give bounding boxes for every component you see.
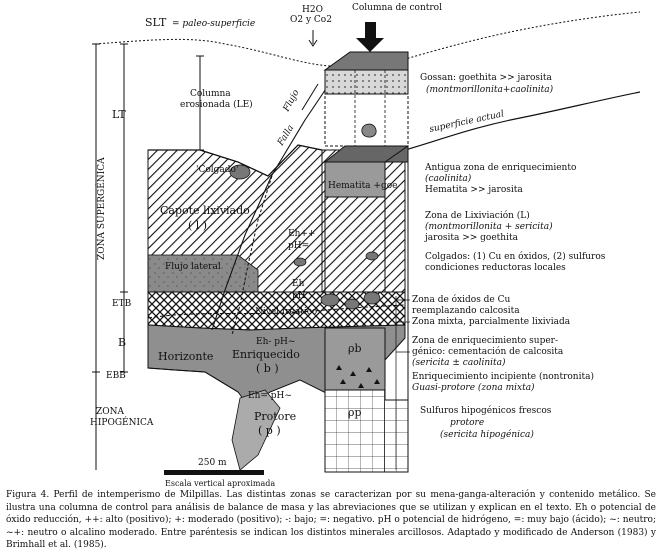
label-falla: Falla [276, 124, 297, 149]
label-flujo: Flujo [281, 88, 301, 115]
right-label-6: Enriquecimiento incipiente (nontronita) … [412, 371, 594, 393]
label-zona-hipogenica-1: ZONA [96, 407, 125, 417]
label-zona-supergenica: ZONA SUPERGÉNICA [95, 157, 107, 260]
left-axis [92, 43, 204, 470]
label-zona-hipogenica-2: HIPOGÉNICA [90, 416, 154, 428]
svg-text:Hematita >> jarosita: Hematita >> jarosita [425, 185, 523, 195]
scale-label: 250 m [198, 458, 227, 468]
flow-arrow [301, 83, 319, 111]
svg-text:Colgados: (1) Cu en óxidos, (2: Colgados: (1) Cu en óxidos, (2) sulfuros [425, 251, 606, 262]
svg-text:protore: protore [450, 418, 484, 428]
figure-caption: Figura 4. Perfil de intemperismo de Milp… [6, 490, 656, 550]
right-label-5: Zona de enriquecimiento super- génico: c… [412, 336, 564, 368]
label-b: B [118, 336, 126, 349]
actual-surface-line [148, 91, 641, 177]
label-nivel-freatico: Nivel freático [255, 306, 317, 317]
svg-text:Sulfuros hipogénicos frescos: Sulfuros hipogénicos frescos [420, 405, 552, 416]
right-label-2: Zona de Lixiviación (L) (montmorillonita… [424, 210, 553, 243]
scale-vertical-note: Escala vertical aproximada [165, 479, 275, 488]
label-eh2: Eh [292, 279, 305, 289]
svg-text:(sericita hipogénica): (sericita hipogénica) [440, 429, 534, 440]
protore-tongue [231, 389, 281, 471]
label-hematita: Hematita +goe [328, 181, 397, 191]
right-label-0: Gossan: goethita >> jarosita (montmorill… [420, 73, 554, 95]
svg-text:Zona mixta, parcialmente lixiv: Zona mixta, parcialmente lixiviada [412, 317, 571, 327]
svg-text:Guasi-protore (zona mixta): Guasi-protore (zona mixta) [412, 382, 535, 393]
label-protore-2: ( p ) [258, 424, 281, 437]
svg-text:génico: cementación de calcosi: génico: cementación de calcosita [412, 346, 564, 357]
label-etb: ETB [112, 299, 132, 309]
paleo-surface-line [94, 11, 641, 67]
label-eh4: Eh= pH~ [248, 391, 292, 401]
label-enriquecido-2: ( b ) [256, 362, 279, 375]
label-h2o: H2O [302, 5, 323, 15]
label-capote-1: Capote lixiviado [160, 204, 250, 217]
label-rho-b: ρb [348, 342, 362, 355]
svg-text:(montmorillonita+caolinita): (montmorillonita+caolinita) [426, 84, 554, 95]
label-colgado: 'Colgado' [196, 165, 238, 175]
svg-text:Zona de Lixiviación (L): Zona de Lixiviación (L) [425, 210, 530, 221]
label-eh1: Eh++ [288, 229, 315, 239]
label-ph2: pH [292, 291, 306, 301]
label-enriquecido-1: Enriquecido [232, 348, 300, 361]
label-ph1: pH= [288, 241, 309, 251]
label-columna-erosionada-1: Columna [190, 89, 231, 99]
label-capote-2: ( l ) [188, 219, 207, 232]
svg-text:(sericita ± caolinita): (sericita ± caolinita) [412, 357, 506, 368]
label-slt: SLT [145, 16, 167, 29]
label-paleo: = paleo-superficie [172, 19, 255, 29]
chalcocite-triangles [336, 365, 380, 388]
label-columna-control: Columna de control [352, 3, 442, 13]
label-horizonte: Horizonte [158, 350, 213, 363]
right-label-7: Sulfuros hipogénicos frescos protore (se… [420, 405, 552, 440]
fault-line [211, 67, 341, 331]
lateral-flow-zone [147, 254, 259, 293]
label-eh3: Eh- pH~ [256, 337, 295, 347]
right-label-4: Zona de óxidos de Cu reemplazando calcos… [412, 294, 571, 327]
water-table-line [147, 304, 406, 319]
profile-outline [147, 150, 406, 393]
label-ebb: EBB [106, 371, 126, 381]
label-columna-erosionada-2: erosionada (LE) [180, 99, 253, 110]
svg-text:Antigua zona de enriquecimient: Antigua zona de enriquecimiento [424, 163, 576, 173]
svg-text:reemplazando calcosita: reemplazando calcosita [412, 306, 520, 316]
svg-text:Zona de óxidos de Cu: Zona de óxidos de Cu [412, 294, 511, 305]
label-rho-p: ρp [348, 406, 362, 419]
right-label-3: Colgados: (1) Cu en óxidos, (2) sulfuros… [425, 251, 606, 273]
leader-lines [395, 296, 410, 470]
label-lt: LT [112, 108, 126, 121]
svg-text:Enriquecimiento incipiente (no: Enriquecimiento incipiente (nontronita) [412, 371, 594, 382]
colgado-blobs [229, 164, 381, 310]
svg-text:jarosita >> goethita: jarosita >> goethita [424, 233, 519, 243]
svg-text:condiciones reductoras locales: condiciones reductoras locales [425, 263, 566, 273]
control-column-arrow [356, 22, 384, 52]
flow-path [231, 175, 273, 336]
scale-bar [164, 470, 264, 475]
svg-text:(montmorillonita + sericita): (montmorillonita + sericita) [425, 221, 553, 232]
svg-text:(caolinita): (caolinita) [425, 173, 472, 184]
control-column [323, 51, 409, 473]
svg-text:Zona de enriquecimiento super-: Zona de enriquecimiento super- [412, 336, 558, 346]
h2o-arrow [308, 30, 318, 47]
svg-text:Gossan: goethita >> jarosita: Gossan: goethita >> jarosita [420, 73, 552, 83]
label-o2co2: O2 y Co2 [290, 15, 332, 25]
label-flujo-lateral: Flujo lateral [165, 262, 221, 272]
right-label-1: Antigua zona de enriquecimiento (caolini… [424, 163, 576, 195]
label-protore-1: Protore [254, 410, 296, 423]
